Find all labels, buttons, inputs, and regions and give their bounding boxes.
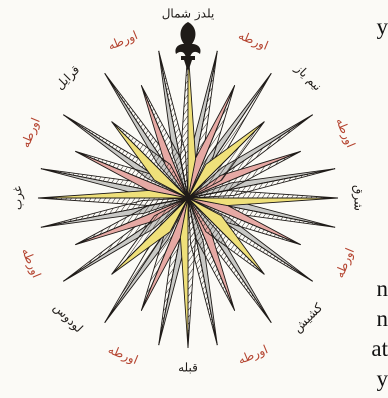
wind-label-east: شرق (352, 185, 366, 211)
wind-label-north: يلدز شمال (162, 7, 215, 21)
wind-label-south: قبله (178, 361, 198, 375)
edge-text-bottom-right-3: at (371, 336, 388, 361)
wind-label-west: غرب (11, 186, 25, 210)
edge-text-bottom-right-2: n (377, 306, 388, 331)
edge-text-bottom-right-1: n (377, 276, 388, 301)
edge-text-top-right: y (377, 14, 388, 39)
edge-text-bottom-right-4: y (377, 366, 388, 391)
